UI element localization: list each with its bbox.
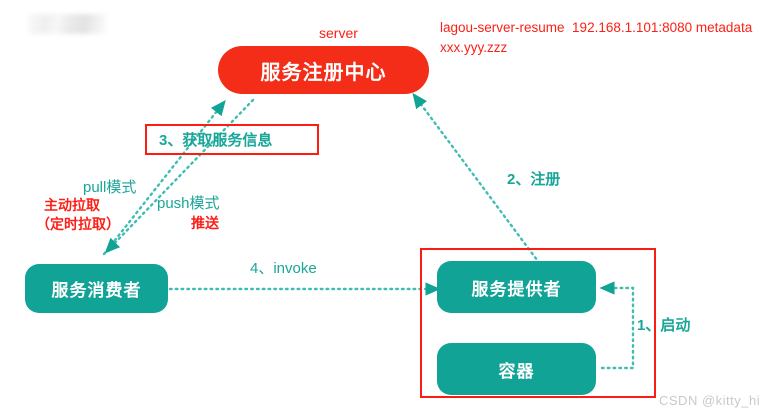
pull-sub-label-2: （定时拉取） (36, 216, 120, 232)
redacted-logo-block (28, 14, 106, 34)
node-service-consumer[interactable]: 服务消费者 (25, 264, 168, 313)
node-service-provider[interactable]: 服务提供者 (437, 261, 596, 313)
pull-sub-label-1: 主动拉取 (44, 197, 100, 213)
wire-push-registry-to-consumer (104, 98, 255, 254)
step3-boxed-annotation: 3、获取服务信息 (145, 124, 319, 155)
push-mode-label: push模式 (157, 195, 220, 212)
node-service-consumer-label: 服务消费者 (51, 281, 142, 300)
node-service-registry-label: 服务注册中心 (260, 61, 387, 84)
node-container[interactable]: 容器 (437, 343, 596, 395)
pull-mode-label: pull模式 (83, 179, 137, 196)
metadata-line-1: lagou-server-resume 192.168.1.101:8080 m… (440, 20, 753, 35)
node-service-registry[interactable]: 服务注册中心 (218, 46, 429, 94)
step1-start-label: 1、启动 (637, 317, 691, 334)
node-service-provider-label: 服务提供者 (471, 279, 562, 299)
provider-group-boundary (420, 248, 656, 398)
step4-invoke-label: 4、invoke (250, 260, 317, 277)
server-tag-label: server (319, 25, 358, 41)
metadata-line-2: xxx.yyy.zzz (440, 40, 508, 55)
csdn-watermark: CSDN @kitty_hi (659, 393, 761, 408)
push-sub-label: 推送 (191, 215, 219, 231)
node-container-label: 容器 (498, 361, 535, 381)
step3-boxed-label: 3、获取服务信息 (159, 132, 273, 149)
step2-register-label: 2、注册 (507, 171, 561, 188)
